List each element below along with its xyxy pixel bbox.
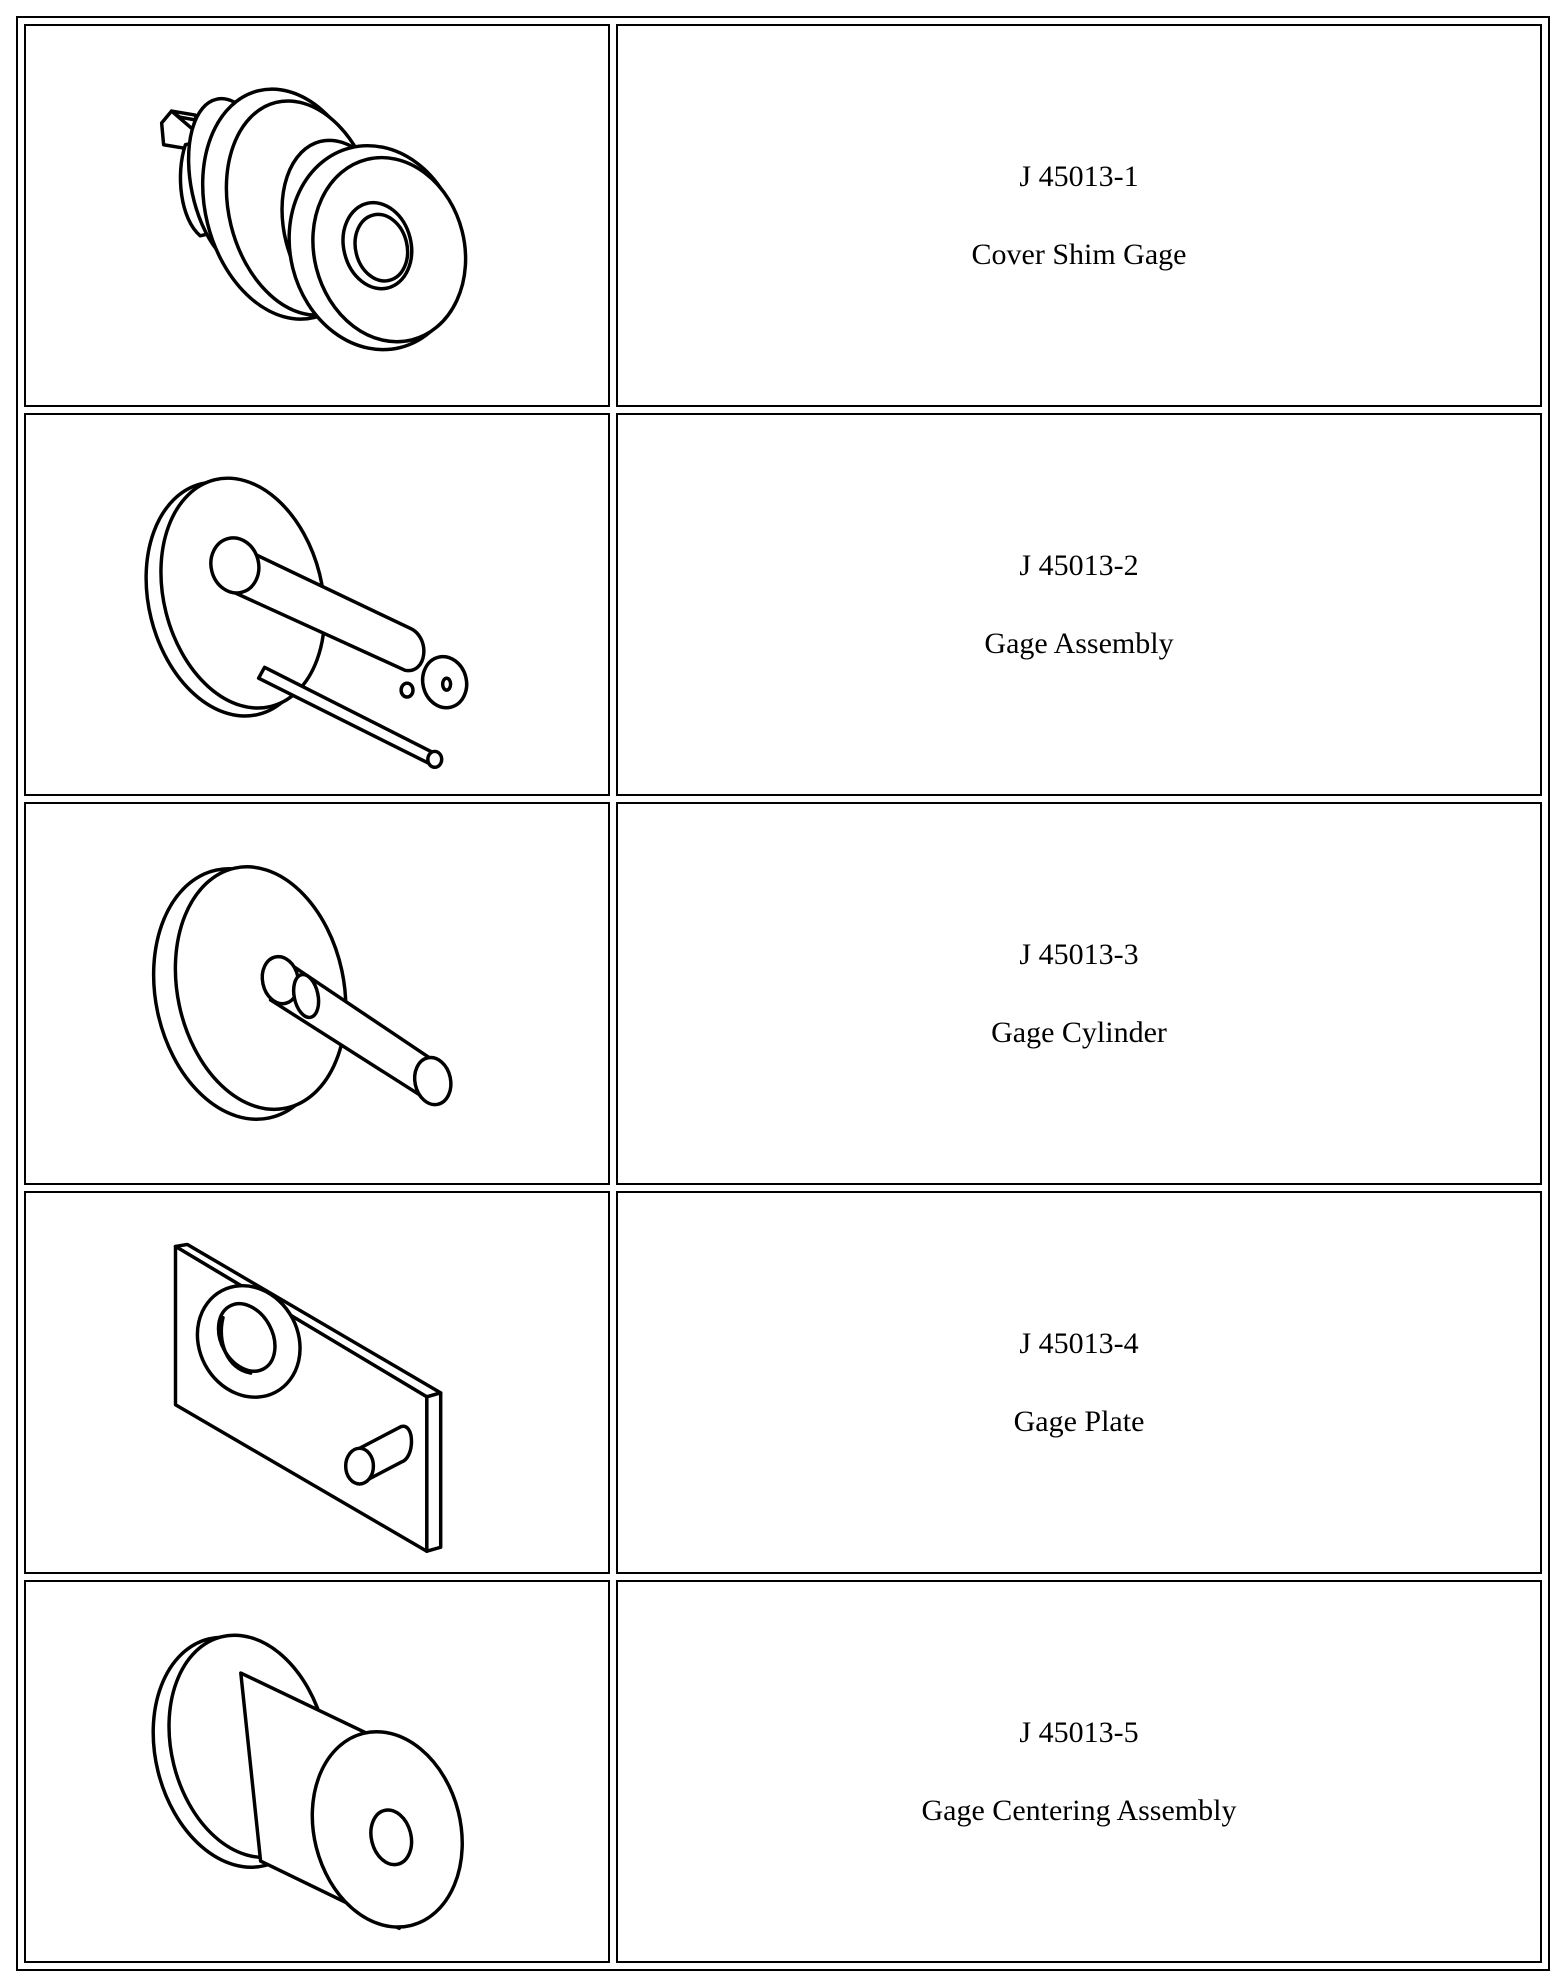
- tool-name: Gage Assembly: [984, 626, 1174, 660]
- tool-illustration-cell: [24, 1580, 610, 1963]
- tool-row: J 45013-2 Gage Assembly: [24, 413, 1542, 796]
- special-tools-table: J 45013-1 Cover Shim Gage J 45013-2: [16, 16, 1550, 1971]
- tool-illustration-cell: [24, 1191, 610, 1574]
- tool-name: Gage Centering Assembly: [921, 1793, 1237, 1827]
- tool-name: Cover Shim Gage: [971, 237, 1187, 271]
- part-number: J 45013-1: [1019, 159, 1139, 193]
- part-number: J 45013-4: [1019, 1326, 1139, 1360]
- tool-description-cell: J 45013-2 Gage Assembly: [616, 413, 1542, 796]
- cover-shim-gage-illustration: [159, 87, 468, 352]
- gage-centering-assembly-illustration: [151, 1633, 464, 1931]
- tool-name: Gage Cylinder: [991, 1015, 1167, 1049]
- gage-assembly-illustration: [144, 476, 469, 770]
- part-number: J 45013-3: [1019, 937, 1139, 971]
- tool-row: J 45013-1 Cover Shim Gage: [24, 24, 1542, 407]
- gage-cylinder-illustration: [151, 865, 453, 1121]
- tool-row: J 45013-4 Gage Plate: [24, 1191, 1542, 1574]
- part-number: J 45013-2: [1019, 548, 1139, 582]
- tool-row: J 45013-5 Gage Centering Assembly: [24, 1580, 1542, 1963]
- tool-illustration-cell: [24, 24, 610, 407]
- tool-illustration-cell: [24, 802, 610, 1185]
- tool-name: Gage Plate: [1013, 1404, 1145, 1438]
- tool-description-cell: J 45013-3 Gage Cylinder: [616, 802, 1542, 1185]
- tool-description-cell: J 45013-4 Gage Plate: [616, 1191, 1542, 1574]
- tool-row: J 45013-3 Gage Cylinder: [24, 802, 1542, 1185]
- gage-plate-illustration: [173, 1242, 443, 1553]
- tool-description-cell: J 45013-5 Gage Centering Assembly: [616, 1580, 1542, 1963]
- tool-description-cell: J 45013-1 Cover Shim Gage: [616, 24, 1542, 407]
- tool-illustration-cell: [24, 413, 610, 796]
- part-number: J 45013-5: [1019, 1715, 1139, 1749]
